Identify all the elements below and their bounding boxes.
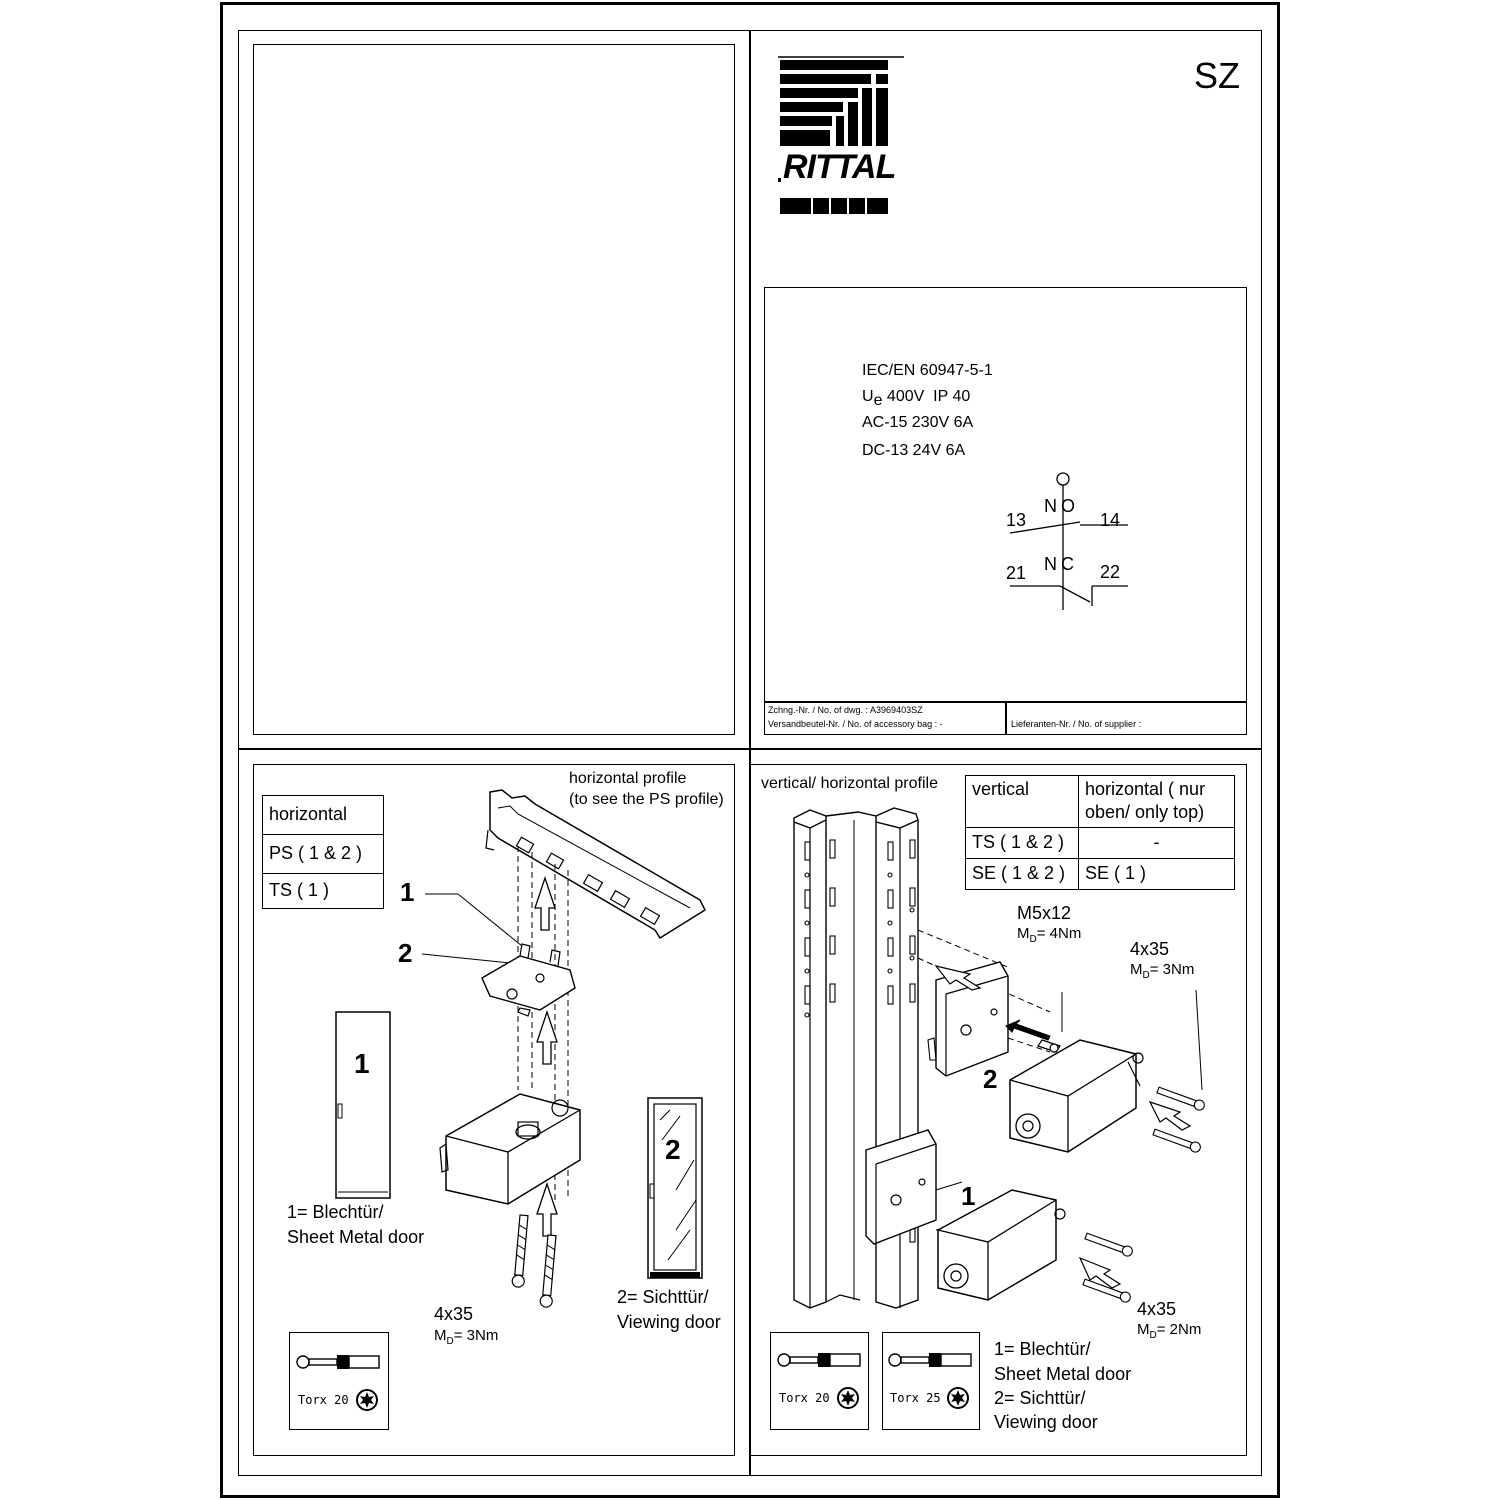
right-legend-line2: Sheet Metal door	[994, 1364, 1132, 1384]
left-torque-m: M	[434, 1327, 447, 1344]
right-top-torque-m: M	[1130, 961, 1143, 978]
terminal-14: 14	[1100, 510, 1121, 530]
right-legend-line4: Viewing door	[994, 1412, 1098, 1432]
document-code: SZ	[1194, 55, 1241, 96]
left-table-row-ts: TS ( 1 )	[262, 873, 384, 909]
contact-no-label: NO	[1044, 496, 1079, 516]
right-legend-line3: 2= Sichttür/	[994, 1388, 1086, 1408]
profile-label-line1: horizontal profile	[569, 770, 687, 787]
left-callout-1: 1	[400, 877, 415, 907]
ue-rest: 400V IP 40	[886, 388, 971, 405]
door2-label-line2: Viewing door	[617, 1312, 721, 1332]
m5-torque-m: M	[1017, 925, 1030, 942]
terminal-21: 21	[1006, 563, 1027, 583]
spec-standard: IEC/EN 60947-5-1	[862, 362, 993, 379]
rittal-logo	[778, 56, 904, 214]
right-top-torque-value: = 3Nm	[1149, 961, 1195, 978]
right-profile-table: vertical horizontal ( nur oben/ only top…	[965, 775, 1235, 890]
left-torque-value: = 3Nm	[453, 1327, 499, 1344]
right-table-header-line2: oben/ only top)	[1085, 802, 1205, 823]
supplier-number: Lieferanten-Nr. / No. of supplier :	[1011, 719, 1142, 729]
drawing-number: Zchng.-Nr. / No. of dwg. : A3969403SZ	[768, 705, 923, 715]
door1-label-line1: 1= Blechtür/	[287, 1202, 384, 1222]
blank-panel	[253, 44, 735, 735]
torx-icon	[356, 1389, 378, 1411]
left-torque-sub: D	[446, 1336, 454, 1347]
right-top-torque-spec: MD= 3Nm	[1130, 962, 1194, 981]
right-panel-title: vertical/ horizontal profile	[761, 775, 938, 792]
titleblock-divider	[1005, 701, 1007, 735]
ue-sub: e	[873, 392, 883, 410]
accessory-bag-number: Versandbeutel-Nr. / No. of accessory bag…	[768, 719, 943, 729]
ue-symbol: U	[862, 388, 874, 405]
right-tool-label-1: Torx 20	[779, 1391, 830, 1405]
right-legend-line1: 1= Blechtür/	[994, 1339, 1091, 1359]
left-torque-spec: MD= 3Nm	[434, 1328, 498, 1347]
right-tool-box-1	[770, 1332, 869, 1430]
m5-torque-value: = 4Nm	[1036, 925, 1082, 942]
right-table-header-horizontal: horizontal ( nur oben/ only top)	[1078, 775, 1235, 828]
door1-number: 1	[354, 1048, 370, 1079]
right-bottom-torque-sub: D	[1149, 1330, 1157, 1341]
right-callout-1: 1	[961, 1181, 976, 1211]
right-table-r1c1: TS ( 1 & 2 )	[965, 826, 1079, 859]
left-table-header: horizontal	[262, 795, 384, 835]
brand-name: RITTAL	[781, 148, 898, 186]
right-table-header-line1: horizontal ( nur	[1085, 779, 1206, 799]
vertical-mounting-illustration	[793, 807, 1205, 1309]
right-top-screw-spec: 4x35	[1130, 939, 1170, 959]
right-table-r2c2: SE ( 1 )	[1078, 857, 1235, 890]
spec-voltage: Ue 400V IP 40	[862, 389, 970, 409]
right-bottom-torque-spec: MD= 2Nm	[1137, 1322, 1201, 1341]
torx-icon-2	[947, 1387, 969, 1409]
m5-screw-spec: M5x12	[1017, 903, 1072, 923]
left-assembly-panel	[253, 764, 735, 1456]
right-assembly-panel	[750, 764, 1247, 1456]
horizontal-mounting-illustration	[335, 789, 706, 1308]
profile-label-line2: (to see the PS profile)	[569, 791, 724, 808]
left-screw-spec: 4x35	[434, 1304, 474, 1324]
contact-diagram	[1009, 472, 1128, 610]
door1-label-line2: Sheet Metal door	[287, 1227, 425, 1247]
right-bottom-screw-spec: 4x35	[1137, 1299, 1177, 1319]
right-tool-label-2: Torx 25	[890, 1391, 941, 1405]
spec-ac: AC-15 230V 6A	[862, 414, 974, 431]
divider-horizontal	[238, 748, 1262, 750]
spec-dc: DC-13 24V 6A	[862, 442, 966, 459]
m5-torque-sub: D	[1029, 934, 1037, 945]
m5-torque-spec: MD= 4Nm	[1017, 926, 1081, 945]
divider-vertical	[749, 30, 751, 1476]
left-profile-table: horizontal PS ( 1 & 2 ) TS ( 1 )	[262, 795, 384, 909]
right-bottom-torque-m: M	[1137, 1321, 1150, 1338]
screwdriver-icon-1	[777, 1353, 861, 1367]
right-top-torque-sub: D	[1142, 970, 1150, 981]
left-callout-2: 2	[398, 938, 413, 968]
outer-frame	[220, 2, 1280, 1498]
right-tool-box-2	[882, 1332, 980, 1430]
left-tool-label: Torx 20	[298, 1393, 349, 1407]
terminal-13: 13	[1006, 510, 1027, 530]
terminal-22: 22	[1100, 562, 1121, 582]
door2-label-line1: 2= Sichttür/	[617, 1287, 709, 1307]
screwdriver-icon	[296, 1355, 380, 1369]
right-table-r2c1: SE ( 1 & 2 )	[965, 857, 1079, 890]
left-table-row-ps: PS ( 1 & 2 )	[262, 834, 384, 874]
screwdriver-icon-2	[888, 1353, 972, 1367]
torx-icon-1	[837, 1387, 859, 1409]
right-callout-2: 2	[983, 1064, 998, 1094]
right-bottom-torque-value: = 2Nm	[1156, 1321, 1202, 1338]
door2-number: 2	[665, 1134, 681, 1165]
right-table-header-vertical: vertical	[965, 775, 1079, 828]
left-tool-box	[289, 1332, 389, 1430]
contact-nc-label: NC	[1044, 554, 1078, 574]
